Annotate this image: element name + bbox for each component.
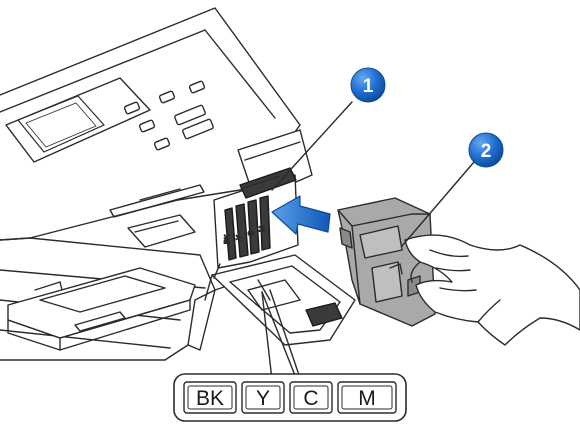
slot-label-c: [289, 381, 333, 414]
hand: [404, 234, 580, 346]
memory-card-slot: [109, 184, 205, 218]
callout-badge-1: 1: [350, 67, 386, 103]
slot-mark-bk: BK: [224, 234, 231, 244]
callout-lines: [261, 101, 475, 381]
panel-button: [138, 119, 156, 133]
slot-label-y: [241, 381, 285, 414]
slot-label-m: [337, 381, 397, 414]
color-label-m: M: [358, 387, 376, 410]
printer-illustration: BK Y C M: [0, 7, 356, 361]
panel-button: [188, 80, 206, 94]
panel-button: [123, 101, 141, 115]
panel-button: [153, 137, 171, 151]
installed-cartridges: [224, 195, 271, 261]
panel-button: [174, 104, 206, 126]
ink-cartridge: [337, 197, 436, 327]
slot-mark-y: Y: [236, 235, 243, 240]
color-label-bk: BK: [196, 387, 224, 410]
lcd-screen: [17, 95, 105, 153]
callout-number-2: 2: [481, 141, 492, 162]
callout-badge-2: 2: [468, 132, 504, 168]
color-label-c: C: [303, 387, 318, 410]
slot-label-bk: [183, 381, 237, 414]
color-slot-legend: [173, 373, 407, 422]
callout-number-1: 1: [363, 76, 374, 97]
panel-button: [182, 118, 214, 140]
slot-mark-c: C: [248, 231, 255, 236]
slot-mark-m: M: [259, 226, 266, 232]
panel-button: [158, 90, 176, 104]
insertion-arrow: [271, 195, 331, 235]
color-label-y: Y: [256, 387, 270, 410]
